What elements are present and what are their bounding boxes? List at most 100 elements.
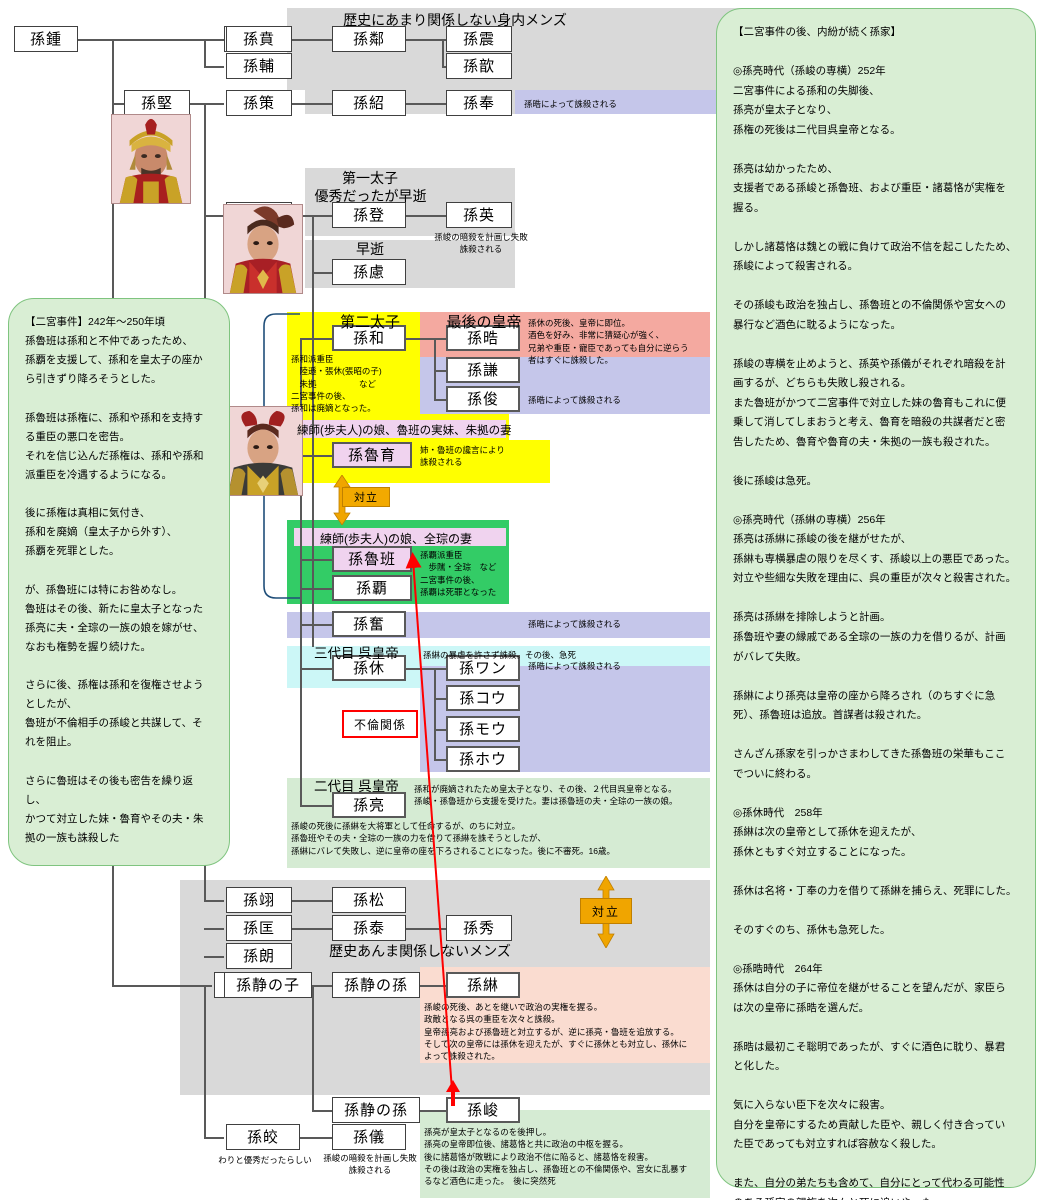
line-sunhe-split	[434, 338, 436, 399]
sun-jian-portrait	[111, 114, 191, 204]
label-third-emperor: 三代目 呉皇帝	[314, 646, 399, 661]
node-sun-fen[interactable]: 孫奮	[332, 611, 406, 637]
line-sunjian-sunce	[204, 103, 224, 105]
node-sun-xin[interactable]: 孫歆	[446, 53, 512, 79]
line-sunjiao-sunyi3	[292, 1137, 332, 1139]
line-sunxiu-sunmou	[434, 729, 446, 731]
node-sun-yi2[interactable]: 孫翊	[226, 887, 292, 913]
node-sun-luyu[interactable]: 孫魯育	[332, 442, 412, 468]
note-sun-xiu: 孫綝の暴虐を許さず誅殺。その後、急死	[423, 650, 577, 660]
zone-mint-sunjun	[420, 1110, 710, 1198]
line-sunquan-sunfen	[300, 624, 332, 626]
node-sun-jing-gson1[interactable]: 孫静の孫	[332, 972, 420, 998]
node-sun-he[interactable]: 孫和	[332, 325, 406, 351]
line-sunquan-sunba	[300, 588, 332, 590]
node-sun-ben-fixed[interactable]: 孫賁	[226, 26, 292, 52]
node-sun-lang[interactable]: 孫朗	[226, 943, 292, 969]
note-sun-feng: 孫晧によって誅殺される	[524, 99, 617, 109]
node-sun-qian[interactable]: 孫謙	[446, 357, 520, 383]
line-sunquan-sunhe	[300, 338, 332, 340]
note-sun-yi3: 孫峻の暗殺を計画し失敗 誅殺される	[323, 1153, 417, 1176]
node-sun-chen[interactable]: 孫綝	[446, 972, 520, 998]
line-sunben-sunlin	[292, 39, 332, 41]
note-sun-fen: 孫晧によって誅殺される	[528, 619, 621, 629]
node-sun-jun2[interactable]: 孫俊	[446, 386, 520, 412]
note-sun-liang: 孫和が廃嫡されたため皇太子となり、その後、２代目呉皇帝となる。 孫峻・孫魯班から…	[414, 784, 678, 807]
line-sunjian-sunquan	[204, 215, 224, 217]
node-sun-deng[interactable]: 孫登	[332, 202, 406, 228]
node-sun-wan[interactable]: 孫ワン	[446, 655, 520, 681]
line-sunxiu-sunkou	[434, 698, 446, 700]
node-sun-liang[interactable]: 孫亮	[332, 792, 406, 818]
conflict-badge-bottom: 対立	[580, 898, 632, 924]
node-sun-lin-top[interactable]: 孫鄰	[332, 26, 406, 52]
note-sun-jun2: 孫晧によって誅殺される	[528, 395, 621, 405]
zone-violet-sunluban-title	[294, 528, 506, 546]
line-sundeng-sunying	[406, 215, 446, 217]
node-sun-song[interactable]: 孫松	[332, 887, 406, 913]
node-sun-mou[interactable]: 孫モウ	[446, 716, 520, 742]
node-sun-kuang[interactable]: 孫匡	[226, 915, 292, 941]
node-sun-hao[interactable]: 孫晧	[446, 325, 520, 351]
node-sun-luban[interactable]: 孫魯班	[332, 546, 412, 572]
node-sun-jing-child[interactable]: 孫静の子	[224, 972, 312, 998]
left-info-panel: 【二宮事件】242年〜250年頃 孫魯班は孫和と不仲であったため、 孫覇を支援し…	[8, 298, 230, 866]
line-gson2-sunjun	[406, 1110, 446, 1112]
label-first-prince-sub: 優秀だったが早逝	[314, 188, 427, 204]
note-sun-luyu: 姉・魯班の讒言により 誅殺される	[420, 445, 505, 468]
node-sun-tai[interactable]: 孫泰	[332, 915, 406, 941]
line-sunjingchild-split	[312, 985, 314, 1110]
note-sun-jun: 孫亮が皇太子となるのを後押し。 孫亮の皇帝即位後、諸葛恪と共に政治の中枢を握る。…	[424, 1127, 688, 1187]
node-sun-yi3[interactable]: 孫儀	[332, 1124, 406, 1150]
node-sun-jian[interactable]: 孫堅	[124, 90, 190, 116]
line-trunk-sunjing	[112, 985, 212, 987]
sun-quan-portrait	[223, 406, 303, 496]
node-sun-ce[interactable]: 孫策	[226, 90, 292, 116]
node-sun-ba[interactable]: 孫覇	[332, 575, 412, 601]
node-sun-jing-gson2[interactable]: 孫静の孫	[332, 1097, 420, 1123]
node-sun-jiao[interactable]: 孫皎	[226, 1124, 300, 1150]
line-sunxiu-sunwan	[434, 668, 446, 670]
node-sun-zhong[interactable]: 孫鍾	[14, 26, 78, 52]
affair-arrow-to-sunjun	[446, 1080, 460, 1106]
label-gray-bottom-note: 歴史あんま関係しないメンズ	[329, 943, 511, 959]
line-sunhe-sunhao	[434, 338, 446, 340]
node-sun-kou[interactable]: 孫コウ	[446, 685, 520, 711]
node-sun-lv[interactable]: 孫慮	[332, 259, 406, 285]
label-gray-top-note: 歴史にあまり関係しない身内メンズ	[343, 12, 567, 28]
line-sunkuang-suntai	[292, 928, 332, 930]
line-sunquan-sunliang	[300, 805, 332, 807]
node-sun-ying[interactable]: 孫英	[446, 202, 512, 228]
note-sun-jiao: わりと優秀だったらしい	[218, 1155, 312, 1165]
line-sunjian-sunyi	[204, 900, 224, 902]
node-sun-feng[interactable]: 孫奉	[446, 90, 512, 116]
node-sun-fu-fixed[interactable]: 孫輔	[226, 53, 292, 79]
node-sun-shao[interactable]: 孫紹	[332, 90, 406, 116]
zone-yellow-sunluyu-right	[420, 440, 550, 483]
note-sun-wan: 孫晧によって誅殺される	[528, 661, 621, 671]
line-sunjing-sunjiao	[204, 1137, 224, 1139]
line-sunhe-sunjun2	[434, 399, 446, 401]
line-sunxiu-split	[434, 668, 436, 759]
node-sun-miao[interactable]: 孫震	[446, 26, 512, 52]
affair-relationship-line	[405, 552, 454, 1105]
note-sun-he-retainers: 孫和派重臣 陸遜・張休(張昭の子) 朱拠 など 二宮事件の後、 孫和は廃嫡となっ…	[291, 354, 382, 414]
zone-violet-sunluyu-title	[294, 420, 506, 438]
conflict-badge-top: 対立	[342, 487, 390, 507]
line-sunjian-sunkuang	[204, 928, 224, 930]
node-sun-xiu2[interactable]: 孫秀	[446, 915, 512, 941]
title-sun-luyu: 練師(歩夫人)の娘、魯班の実妹、朱拠の妻	[297, 425, 512, 437]
node-sun-jun[interactable]: 孫峻	[446, 1097, 520, 1123]
node-sun-xiu[interactable]: 孫休	[332, 655, 406, 681]
node-sun-hou[interactable]: 孫ホウ	[446, 746, 520, 772]
label-second-emperor: 二代目 呉皇帝	[314, 779, 399, 794]
line-sunjingchild-gson1	[312, 985, 332, 987]
line-sunjian-sunlang	[204, 956, 224, 958]
label-first-prince: 第一太子	[342, 170, 398, 186]
line-sunquan-sundeng	[312, 215, 332, 217]
line-sunquan-lowtrunk	[300, 338, 302, 805]
right-info-panel-text: 【二宮事件の後、内紛が続く孫家】 ◎孫亮時代（孫峻の専横）252年 二宮事件によ…	[733, 26, 1017, 1200]
line-sunlin-sunmiao	[442, 39, 446, 41]
note-sun-ying: 孫峻の暗殺を計画し失敗 誅殺される	[434, 232, 528, 255]
line-sunjingchild-gson2	[312, 1110, 332, 1112]
